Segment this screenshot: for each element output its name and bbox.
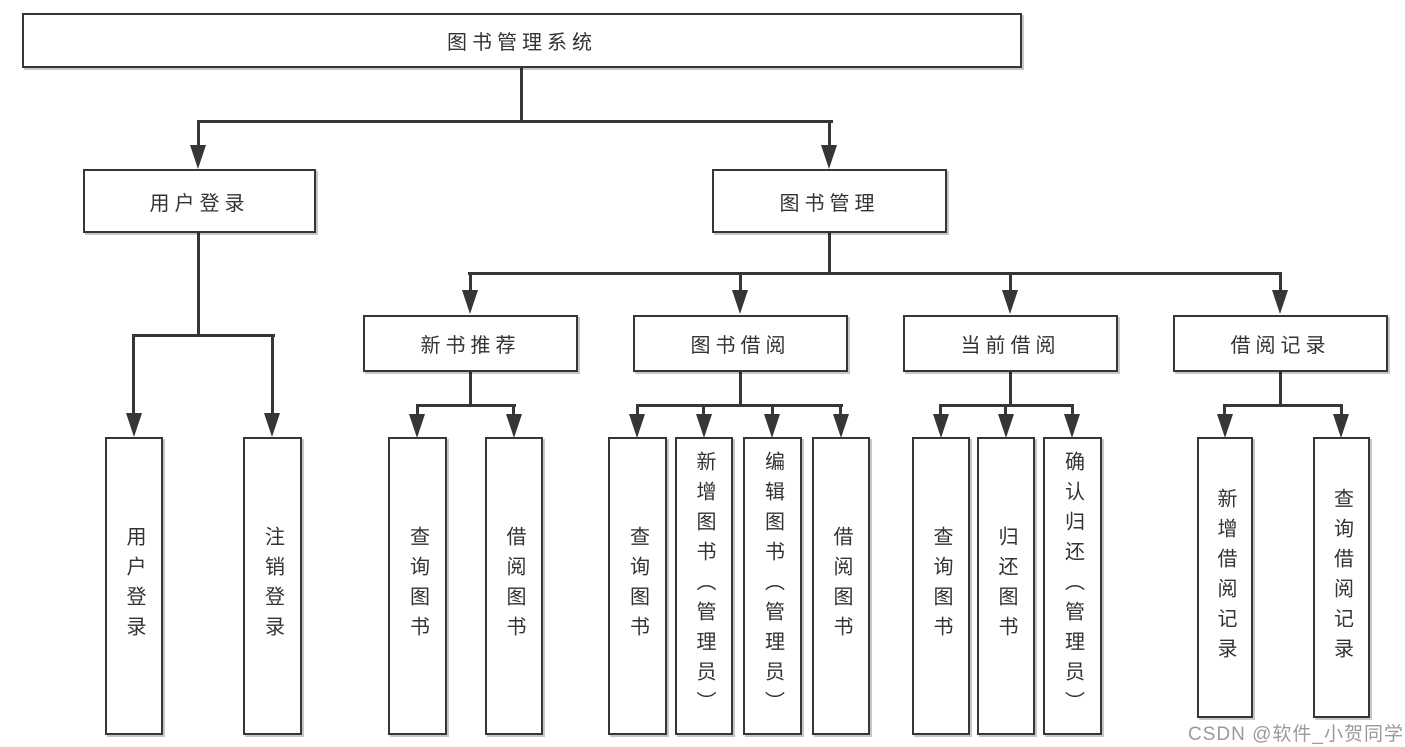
arrow-down-icon — [1272, 290, 1288, 314]
arrow-down-icon — [732, 290, 748, 314]
connector-vline — [520, 68, 523, 123]
connector-vline — [839, 404, 842, 416]
arrow-down-icon — [506, 414, 522, 438]
connector-vline — [828, 120, 831, 148]
connector-vline — [416, 404, 419, 416]
watermark-text: CSDN @软件_小贺同学 — [1188, 724, 1404, 745]
node-label: 图书管理系统 — [447, 32, 597, 54]
connector-hline — [416, 404, 516, 407]
leaf-label: 查询图书 — [406, 526, 429, 646]
leaf-logout: 注销登录 — [243, 437, 302, 735]
connector-vline — [939, 404, 942, 416]
node-label: 新书推荐 — [420, 335, 521, 357]
leaf-confirm-return-admin: 确认归还（管理员） — [1043, 437, 1102, 735]
leaf-label: 归还图书 — [995, 526, 1017, 646]
arrow-down-icon — [629, 414, 645, 438]
leaf-label: 查询图书 — [626, 526, 649, 646]
leaf-label: 用户登录 — [123, 526, 145, 646]
arrow-down-icon — [821, 145, 837, 169]
leaf-return-book: 归还图书 — [977, 437, 1035, 735]
node-user-login: 用户登录 — [83, 169, 316, 233]
connector-vline — [512, 404, 515, 416]
connector-vline — [1071, 404, 1074, 416]
connector-vline — [1279, 372, 1282, 406]
connector-vline — [469, 272, 472, 292]
connector-vline — [739, 272, 742, 292]
node-book-borrowing: 图书借阅 — [633, 315, 848, 372]
leaf-label: 查询借阅记录 — [1330, 487, 1353, 668]
connector-vline — [1223, 404, 1226, 416]
arrow-down-icon — [696, 414, 712, 438]
connector-vline — [132, 334, 135, 414]
arrow-down-icon — [264, 413, 280, 437]
arrow-down-icon — [1064, 414, 1080, 438]
node-label: 借阅记录 — [1230, 335, 1331, 357]
arrow-down-icon — [409, 414, 425, 438]
connector-vline — [636, 404, 639, 416]
connector-hline — [197, 120, 833, 123]
node-label: 用户登录 — [149, 192, 250, 215]
arrow-down-icon — [462, 290, 478, 314]
node-label: 图书借阅 — [690, 335, 791, 357]
connector-vline — [1279, 272, 1282, 292]
leaf-edit-book-admin: 编辑图书（管理员） — [743, 437, 802, 735]
node-borrowing-records: 借阅记录 — [1173, 315, 1388, 372]
leaf-query-book-recommend: 查询图书 — [388, 437, 447, 735]
node-label: 图书管理 — [779, 192, 880, 215]
connector-hline — [636, 404, 843, 407]
arrow-down-icon — [190, 145, 206, 169]
connector-vline — [702, 404, 705, 416]
connector-vline — [197, 120, 200, 148]
leaf-add-borrow-record: 新增借阅记录 — [1197, 437, 1253, 718]
connector-vline — [197, 233, 200, 336]
connector-vline — [771, 404, 774, 416]
leaf-label: 注销登录 — [261, 526, 284, 646]
leaf-label: 新增借阅记录 — [1214, 487, 1236, 668]
node-book-management: 图书管理 — [712, 169, 947, 233]
connector-hline — [133, 334, 275, 337]
arrow-down-icon — [998, 414, 1014, 438]
connector-hline — [468, 272, 1282, 275]
arrow-down-icon — [1333, 414, 1349, 438]
leaf-label: 编辑图书（管理员） — [761, 451, 784, 721]
leaf-add-book-admin: 新增图书（管理员） — [675, 437, 733, 735]
leaf-query-book-borrow: 查询图书 — [608, 437, 667, 735]
arrow-down-icon — [833, 414, 849, 438]
connector-vline — [271, 334, 274, 414]
connector-hline — [1223, 404, 1343, 407]
leaf-label: 借阅图书 — [830, 526, 852, 646]
leaf-label: 查询图书 — [930, 526, 952, 646]
leaf-query-borrow-record: 查询借阅记录 — [1313, 437, 1370, 718]
leaf-label: 确认归还（管理员） — [1061, 451, 1084, 721]
leaf-borrow-book: 借阅图书 — [812, 437, 870, 735]
connector-vline — [828, 233, 831, 275]
node-root: 图书管理系统 — [22, 13, 1022, 68]
leaf-label: 新增图书（管理员） — [693, 451, 715, 721]
node-label: 当前借阅 — [960, 335, 1061, 357]
leaf-label: 借阅图书 — [503, 526, 525, 646]
arrow-down-icon — [126, 413, 142, 437]
leaf-query-book-current: 查询图书 — [912, 437, 970, 735]
node-new-book-recommend: 新书推荐 — [363, 315, 578, 372]
node-current-borrowing: 当前借阅 — [903, 315, 1118, 372]
connector-vline — [1340, 404, 1343, 416]
arrow-down-icon — [764, 414, 780, 438]
connector-vline — [739, 372, 742, 406]
connector-vline — [1004, 404, 1007, 416]
connector-vline — [1009, 272, 1012, 292]
arrow-down-icon — [1217, 414, 1233, 438]
leaf-borrow-book-recommend: 借阅图书 — [485, 437, 543, 735]
connector-vline — [1009, 372, 1012, 406]
leaf-user-login: 用户登录 — [105, 437, 163, 735]
connector-vline — [469, 372, 472, 406]
arrow-down-icon — [933, 414, 949, 438]
arrow-down-icon — [1002, 290, 1018, 314]
